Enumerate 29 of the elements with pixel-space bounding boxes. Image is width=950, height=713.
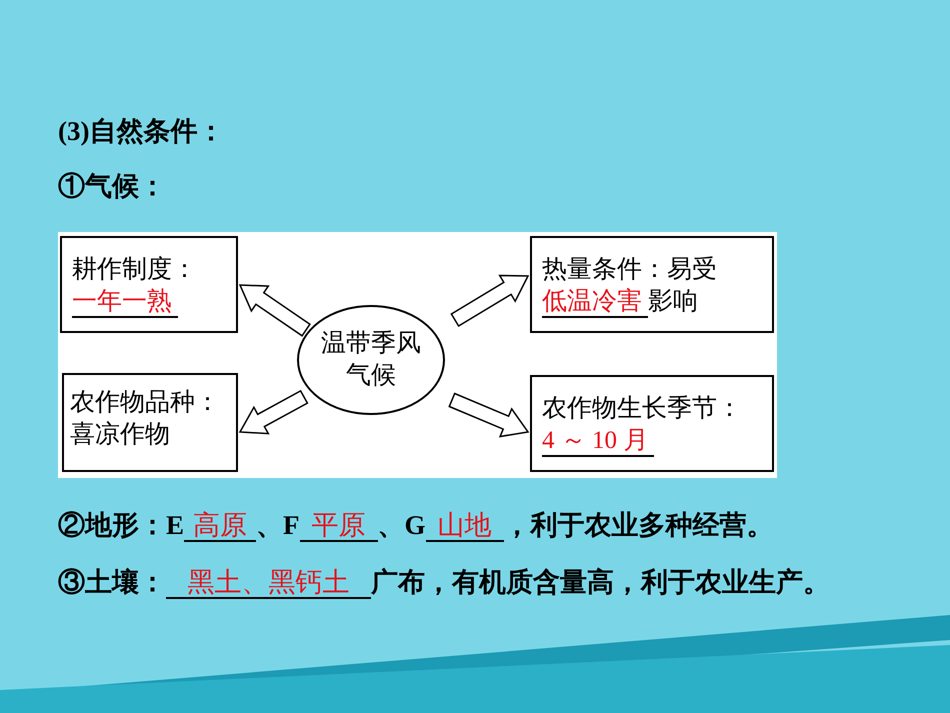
label-text: 广布，有机质含量高，利于农业生产。	[371, 566, 830, 599]
answer-text: 山地	[426, 510, 504, 542]
node-text: 农作物品种：喜凉作物	[70, 389, 220, 448]
answer-text: 4 ～ 10 月	[542, 427, 654, 457]
label-text: 、G	[378, 509, 426, 542]
node-text: 耕作制度：	[72, 256, 197, 283]
node-text: 农作物生长季节：	[542, 395, 742, 422]
label-text: (3)自然条件：	[58, 115, 224, 148]
label-text: 、F	[256, 509, 300, 542]
node-text: 影响	[648, 288, 698, 315]
answer-text: 平原	[300, 510, 378, 542]
answer-text: 高原	[184, 510, 256, 542]
label-text: ③土壤：	[58, 566, 166, 599]
info-box	[62, 373, 238, 472]
block-arrow	[448, 392, 530, 438]
node-text: 温带季风气候	[321, 329, 421, 391]
block-arrow	[238, 390, 308, 434]
answer-text: 黑土、黑钙土	[166, 567, 371, 599]
block-arrow	[450, 274, 530, 328]
answer-text: 低温冷害	[542, 288, 648, 318]
label-text: ①气候：	[58, 170, 166, 203]
info-box	[60, 236, 238, 333]
answer-text: 一年一熟	[72, 288, 178, 318]
label-text: ②地形：E	[58, 509, 184, 542]
block-arrow	[238, 284, 311, 337]
info-box	[530, 375, 774, 472]
label-text: ，利于农业多种经营。	[504, 509, 774, 542]
node-text: 热量条件：易受	[542, 256, 717, 283]
info-box	[530, 236, 774, 333]
